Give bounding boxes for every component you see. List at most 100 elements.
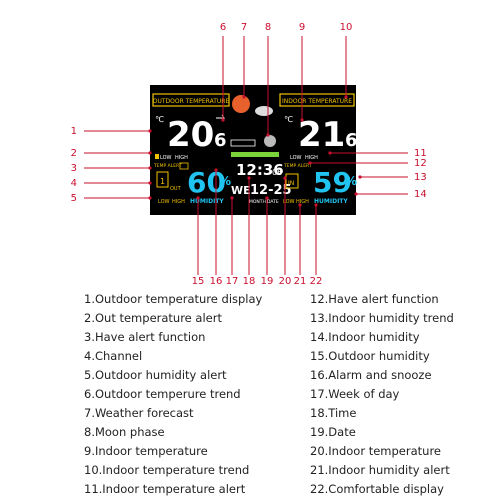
legend-item: 17.Week of day [310,387,400,401]
callout-pointer-20 [283,176,287,180]
callout-pointer-11 [328,151,332,155]
indoor-alert-high: HIGH [305,155,318,161]
callout-number-21: 21 [294,276,307,287]
cloud-icon [255,106,273,116]
callout-number-1: 1 [71,126,77,137]
legend-item: 6.Outdoor temperure trend [84,387,241,401]
out-label: OUT [170,186,182,192]
callout-pointer-15 [196,196,200,200]
legend-item: 18.Time [310,406,357,420]
legend-item: 12.Have alert function [310,292,439,306]
legend-item: 8.Moon phase [84,425,165,439]
legend-item: 14.Indoor humidity [310,330,420,344]
callout-pointer-1 [148,129,152,133]
callout-number-4: 4 [71,178,77,189]
callout-pointer-4 [148,181,152,185]
indoor-hum-low: LOW [283,199,295,205]
callout-pointer-13 [358,175,362,179]
indoor-humidity-value: 59 [313,166,352,199]
indoor-temp-alert-label: TEMP ALERT [283,163,312,169]
callout-pointer-16 [214,168,218,172]
channel-icon [156,171,169,188]
legend-item: 3.Have alert function [84,330,206,344]
outdoor-humidity-percent: % [219,174,231,188]
callout-number-9: 9 [299,22,305,33]
envelope-icon [179,162,189,170]
indoor-title-box [279,93,355,107]
outdoor-hum-high: HIGH [172,199,185,205]
outdoor-title: OUTDOOR TEMPERATURE [153,98,230,105]
channel-number: 1 [160,177,165,186]
outdoor-humidity-value: 60 [187,166,226,199]
indoor-temp-unit: ℃ [284,115,293,124]
callout-number-3: 3 [71,163,77,174]
outdoor-hum-low: LOW [158,199,170,205]
date-value: 12-25 [250,183,292,198]
outdoor-alert-high: HIGH [175,155,188,161]
time-seconds: 06 [272,168,282,177]
callout-pointer-6 [221,118,225,122]
weather-station-diagram: OUTDOOR TEMPERATURE INDOOR TEMPERATURE ℃… [71,22,427,287]
legend-item: 2.Out temperature alert [84,311,222,325]
time-value: 12:36 [236,161,284,179]
indoor-hum-high: HIGH [296,199,309,205]
callout-pointer-21 [298,203,302,207]
callout-number-16: 16 [210,276,223,287]
legend-item: 13.Indoor humidity trend [310,311,454,325]
outdoor-title-box [152,93,230,107]
callout-pointer-8 [266,133,270,137]
in-label: IN [288,180,294,187]
legend-item: 15.Outdoor humidity [310,349,430,363]
callout-pointer-12 [308,161,312,165]
legend-item: 16.Alarm and snooze [310,368,432,382]
house-icon [285,173,299,189]
callout-number-15: 15 [192,276,205,287]
outdoor-temp-value: 20 [167,115,214,155]
callout-pointer-22 [314,203,318,207]
legend-item: 5.Outdoor humidity alert [84,368,227,382]
sun-icon [232,95,250,113]
callout-number-12: 12 [414,158,427,169]
callout-number-17: 17 [226,276,239,287]
date-label: DATE [267,199,279,205]
callout-number-2: 2 [71,148,77,159]
outdoor-temp-unit: ℃ [155,115,164,124]
legend-item: 21.Indoor humidity alert [310,463,450,477]
bell-icon [155,154,159,159]
legend-item: 22.Comfortable display [310,482,444,496]
indoor-humidity-label: HUMIDITY [314,198,348,205]
clock-area-top [231,152,279,157]
callout-pointer-7 [242,95,246,99]
outdoor-temp-decimal: 6 [214,130,227,151]
legend-item: 4.Channel [84,349,143,363]
legend-item: 10.Indoor temperature trend [84,463,250,477]
callout-pointer-18 [247,176,251,180]
legend-item: 19.Date [310,425,356,439]
indoor-temp-value: 21 [298,115,345,155]
callout-pointer-14 [354,192,358,196]
legend-item: 11.Indoor temperature alert [84,482,246,496]
callout-number-10: 10 [340,22,353,33]
callout-number-7: 7 [241,22,247,33]
callout-number-14: 14 [414,189,427,200]
callout-pointer-10 [344,95,348,99]
temp-alert-label: TEMP ALERT [153,163,182,169]
indoor-alert-low: LOW [290,155,302,161]
callout-number-18: 18 [243,276,256,287]
callout-pointer-2 [148,151,152,155]
callout-number-20: 20 [279,276,292,287]
weekday-value: WE [231,184,251,197]
callout-pointer-9 [300,118,304,122]
callout-pointer-3 [148,166,152,170]
callout-number-6: 6 [220,22,226,33]
indoor-humidity-percent: % [345,174,357,188]
callout-number-5: 5 [71,193,77,204]
callout-number-22: 22 [310,276,323,287]
lcd-panel [150,85,356,215]
callout-number-19: 19 [261,276,274,287]
legend-item: 1.Outdoor temperature display [84,292,263,306]
legend-item: 7.Weather forecast [84,406,194,420]
forecast-strip [230,139,256,147]
callout-number-13: 13 [414,172,427,183]
month-label: MONTH [249,199,266,205]
